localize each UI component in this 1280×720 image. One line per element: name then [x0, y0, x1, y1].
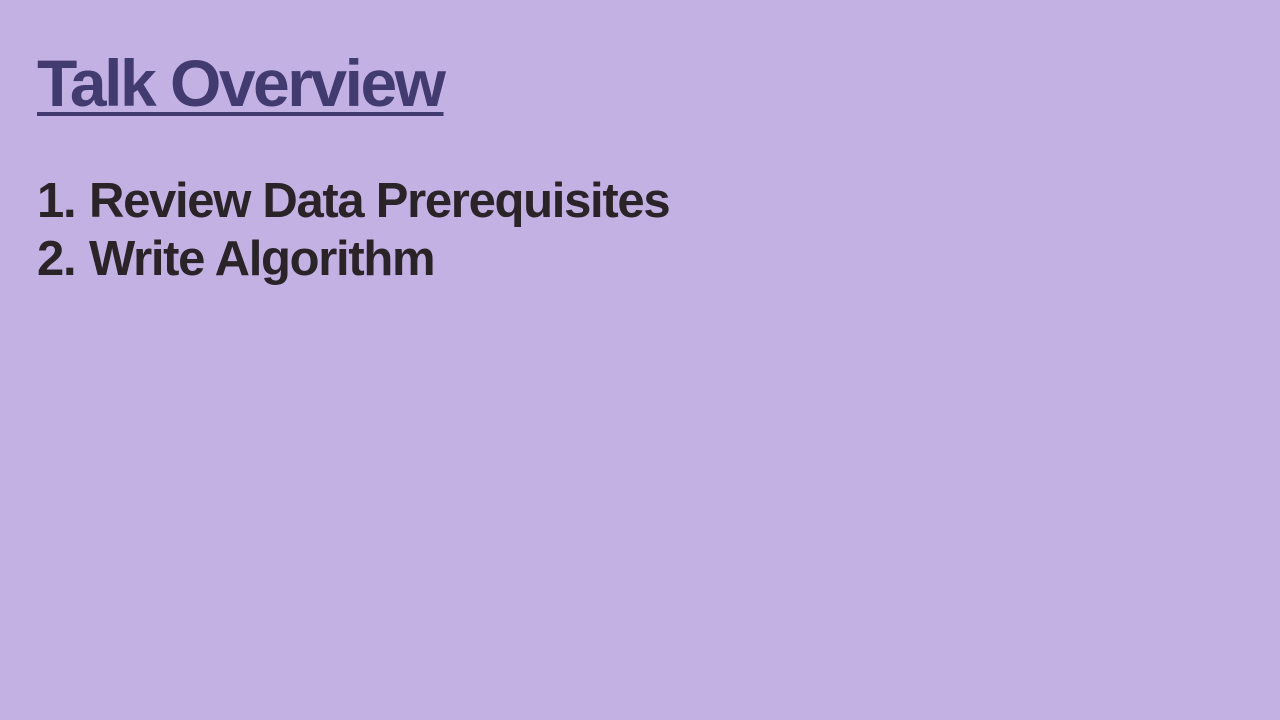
agenda-item: 2. Write Algorithm — [37, 230, 669, 288]
agenda-item-text: Write Algorithm — [89, 232, 436, 286]
slide-title: Talk Overview — [37, 46, 446, 120]
agenda-list: 1. Review Data Prerequisites 2. Write Al… — [37, 172, 671, 288]
agenda-item-number: 1. — [37, 174, 77, 228]
agenda-item-number: 2. — [37, 232, 77, 286]
agenda-item: 1. Review Data Prerequisites — [37, 172, 671, 230]
agenda-item-text: Review Data Prerequisites — [89, 174, 671, 228]
